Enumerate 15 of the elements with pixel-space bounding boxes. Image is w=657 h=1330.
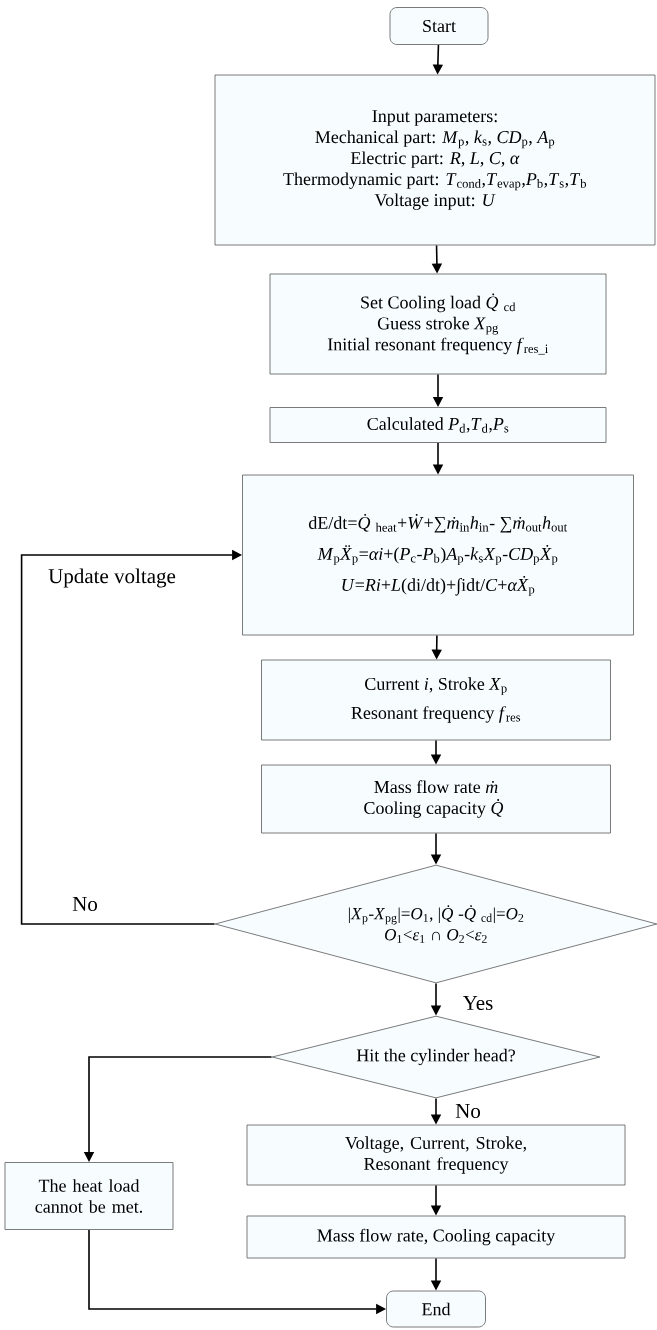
edge-label: Yes bbox=[461, 995, 495, 1011]
terminal-box: End bbox=[386, 1290, 486, 1328]
terminal-box: Start bbox=[389, 7, 489, 45]
process-box: Input parameters: Mechanical part: M$_{p}$, k$_{s}$, CD$_{p}$, A$_{p}$ Electric part: R, L, C, α Thermodynamic part: T$_{cond}$,T$_{evap}$,P$_{b}$,T$_{s}$,T$_{b}$ Voltage input: U bbox=[214, 74, 656, 246]
edge-label: No bbox=[454, 1103, 482, 1119]
process-box: Calculated P$_{d}$,T$_{d}$,P$_{s}$ bbox=[269, 407, 607, 443]
process-box: Current i, Stroke X$_{p}$ Resonant frequency f$_{res}$ bbox=[261, 659, 611, 741]
process-box: dE/dt=Q̇$_{heat}$+Ẇ+∑ṁ$_{in}$h$_{in}$- ∑ṁ$_{out}$h$_{out}$ M$_{p}$Ẍ$_{p}$=αi+(P$_{c}$-P$_{b}$)A$_{p}$-k$_{s}$X$_{p}$-CD$_{p}$Ẋ$_{p}$ U=Ri+L(di/dt)+∫idt/C+αẊ$_{p}$ bbox=[242, 474, 634, 636]
process-box: The heat load cannot be met. bbox=[4, 1162, 174, 1230]
process-box: Voltage, Current, Stroke, Resonant frequency bbox=[246, 1124, 626, 1186]
text-label: Update voltage bbox=[48, 568, 176, 588]
process-box: Mass flow rate, Cooling capacity bbox=[246, 1215, 626, 1259]
edge-label: No bbox=[71, 896, 99, 912]
process-box: Mass flow rate ṁ Cooling capacity Q̇ bbox=[261, 764, 611, 834]
process-box: Set Cooling load Q̇$_{cd}$ Guess stroke X$_{pg}$ Initial resonant frequency f$_{res_i}$ bbox=[269, 273, 607, 375]
